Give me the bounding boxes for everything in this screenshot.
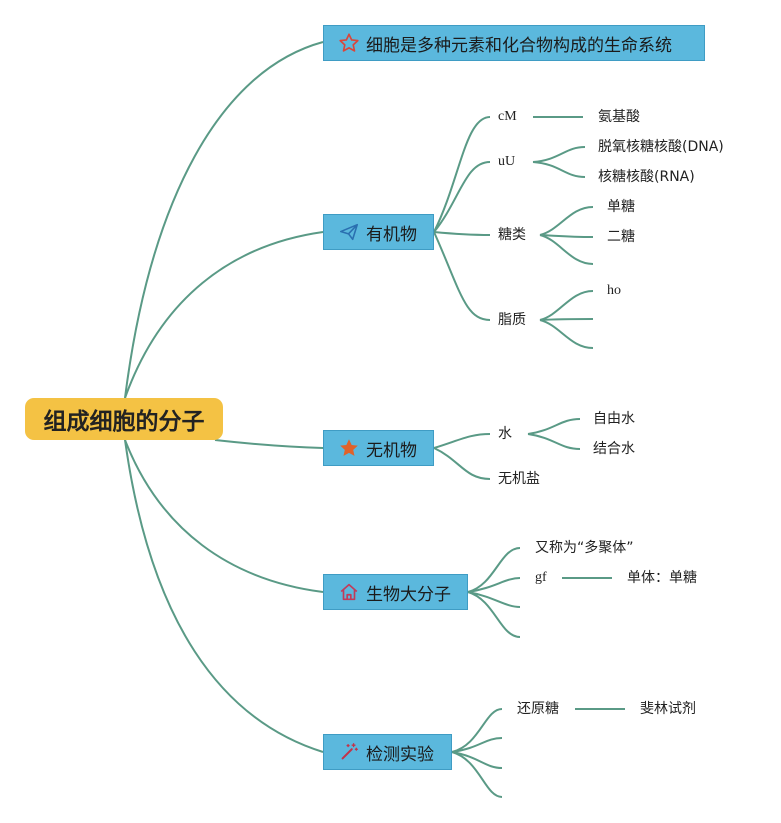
edge-organic-uU: [433, 161, 491, 233]
branch-label: 有机物: [366, 224, 417, 245]
edge-macro-4: [467, 591, 521, 638]
edge-macro-3: [467, 591, 521, 608]
home-icon: [338, 581, 360, 603]
node-water[interactable]: 水: [498, 426, 512, 442]
node-polymer-alias[interactable]: 又称为“多聚体”: [535, 540, 634, 556]
node-reducing-sugar[interactable]: 还原糖: [517, 701, 559, 717]
edge-root-b1: [124, 41, 324, 399]
node-monomer[interactable]: 单体：单糖: [627, 570, 697, 586]
node-lipid[interactable]: 脂质: [498, 312, 526, 328]
node-fehling-reagent[interactable]: 斐林试剂: [640, 701, 696, 717]
node-disaccharide[interactable]: 二糖: [607, 229, 635, 245]
branch-detection-experiment[interactable]: 检测实验: [323, 734, 452, 770]
edge-organic-lipid: [433, 231, 491, 321]
edge-root-b4: [124, 439, 324, 593]
edge-uU-rna: [532, 161, 586, 178]
edge-lipid-1: [539, 290, 594, 321]
node-free-water[interactable]: 自由水: [593, 411, 635, 427]
node-inorganic-salt[interactable]: 无机盐: [498, 471, 540, 487]
node-uU[interactable]: uU: [498, 154, 516, 169]
branch-inorganic[interactable]: 无机物: [323, 430, 434, 466]
node-cM[interactable]: cM: [498, 109, 517, 124]
branch-label: 无机物: [366, 440, 417, 461]
edge-root-b2: [124, 231, 324, 399]
edge-macro-2: [467, 577, 521, 593]
edge-water-bound: [527, 433, 581, 450]
edge-test-1: [451, 708, 503, 753]
root-node[interactable]: 组成细胞的分子: [25, 398, 223, 440]
edge-lipid-2: [539, 318, 594, 321]
edge-lipid-3: [539, 319, 594, 349]
node-dna[interactable]: 脱氧核糖核酸(DNA): [598, 139, 724, 155]
edge-sugar-1: [539, 206, 594, 236]
edge-inorg-water: [433, 433, 491, 449]
edge-sugar-2: [539, 234, 594, 238]
branch-label: 细胞是多种元素和化合物构成的生命系统: [366, 35, 672, 56]
edge-organic-cM: [433, 116, 491, 233]
node-bound-water[interactable]: 结合水: [593, 441, 635, 457]
node-rna[interactable]: 核糖核酸(RNA): [598, 169, 695, 185]
edge-test-4: [451, 751, 503, 798]
edge-inorg-salt: [433, 447, 491, 480]
node-gf[interactable]: gf: [535, 570, 547, 585]
branch-label: 生物大分子: [366, 584, 451, 605]
branch-cell-system[interactable]: 细胞是多种元素和化合物构成的生命系统: [323, 25, 705, 61]
paper-plane-icon: [338, 221, 360, 243]
node-ho[interactable]: ho: [607, 283, 621, 298]
node-sugars[interactable]: 糖类: [498, 227, 526, 243]
star-icon: [338, 437, 360, 459]
root-label: 组成细胞的分子: [43, 409, 205, 435]
edge-water-free: [527, 418, 581, 435]
node-monosaccharide[interactable]: 单糖: [607, 199, 635, 215]
branch-label: 检测实验: [366, 744, 434, 765]
star-outline-icon: [338, 32, 360, 54]
edge-root-b3: [214, 439, 324, 449]
edge-organic-sugar: [433, 231, 491, 236]
node-amino-acid[interactable]: 氨基酸: [598, 109, 640, 125]
edge-macro-1: [467, 547, 521, 593]
edge-root-b5: [124, 439, 324, 753]
edge-test-2: [451, 737, 503, 753]
edge-uU-dna: [532, 146, 586, 163]
branch-macromolecule[interactable]: 生物大分子: [323, 574, 468, 610]
branch-organic[interactable]: 有机物: [323, 214, 434, 250]
magic-wand-icon: [338, 741, 360, 763]
edge-sugar-3: [539, 234, 594, 265]
